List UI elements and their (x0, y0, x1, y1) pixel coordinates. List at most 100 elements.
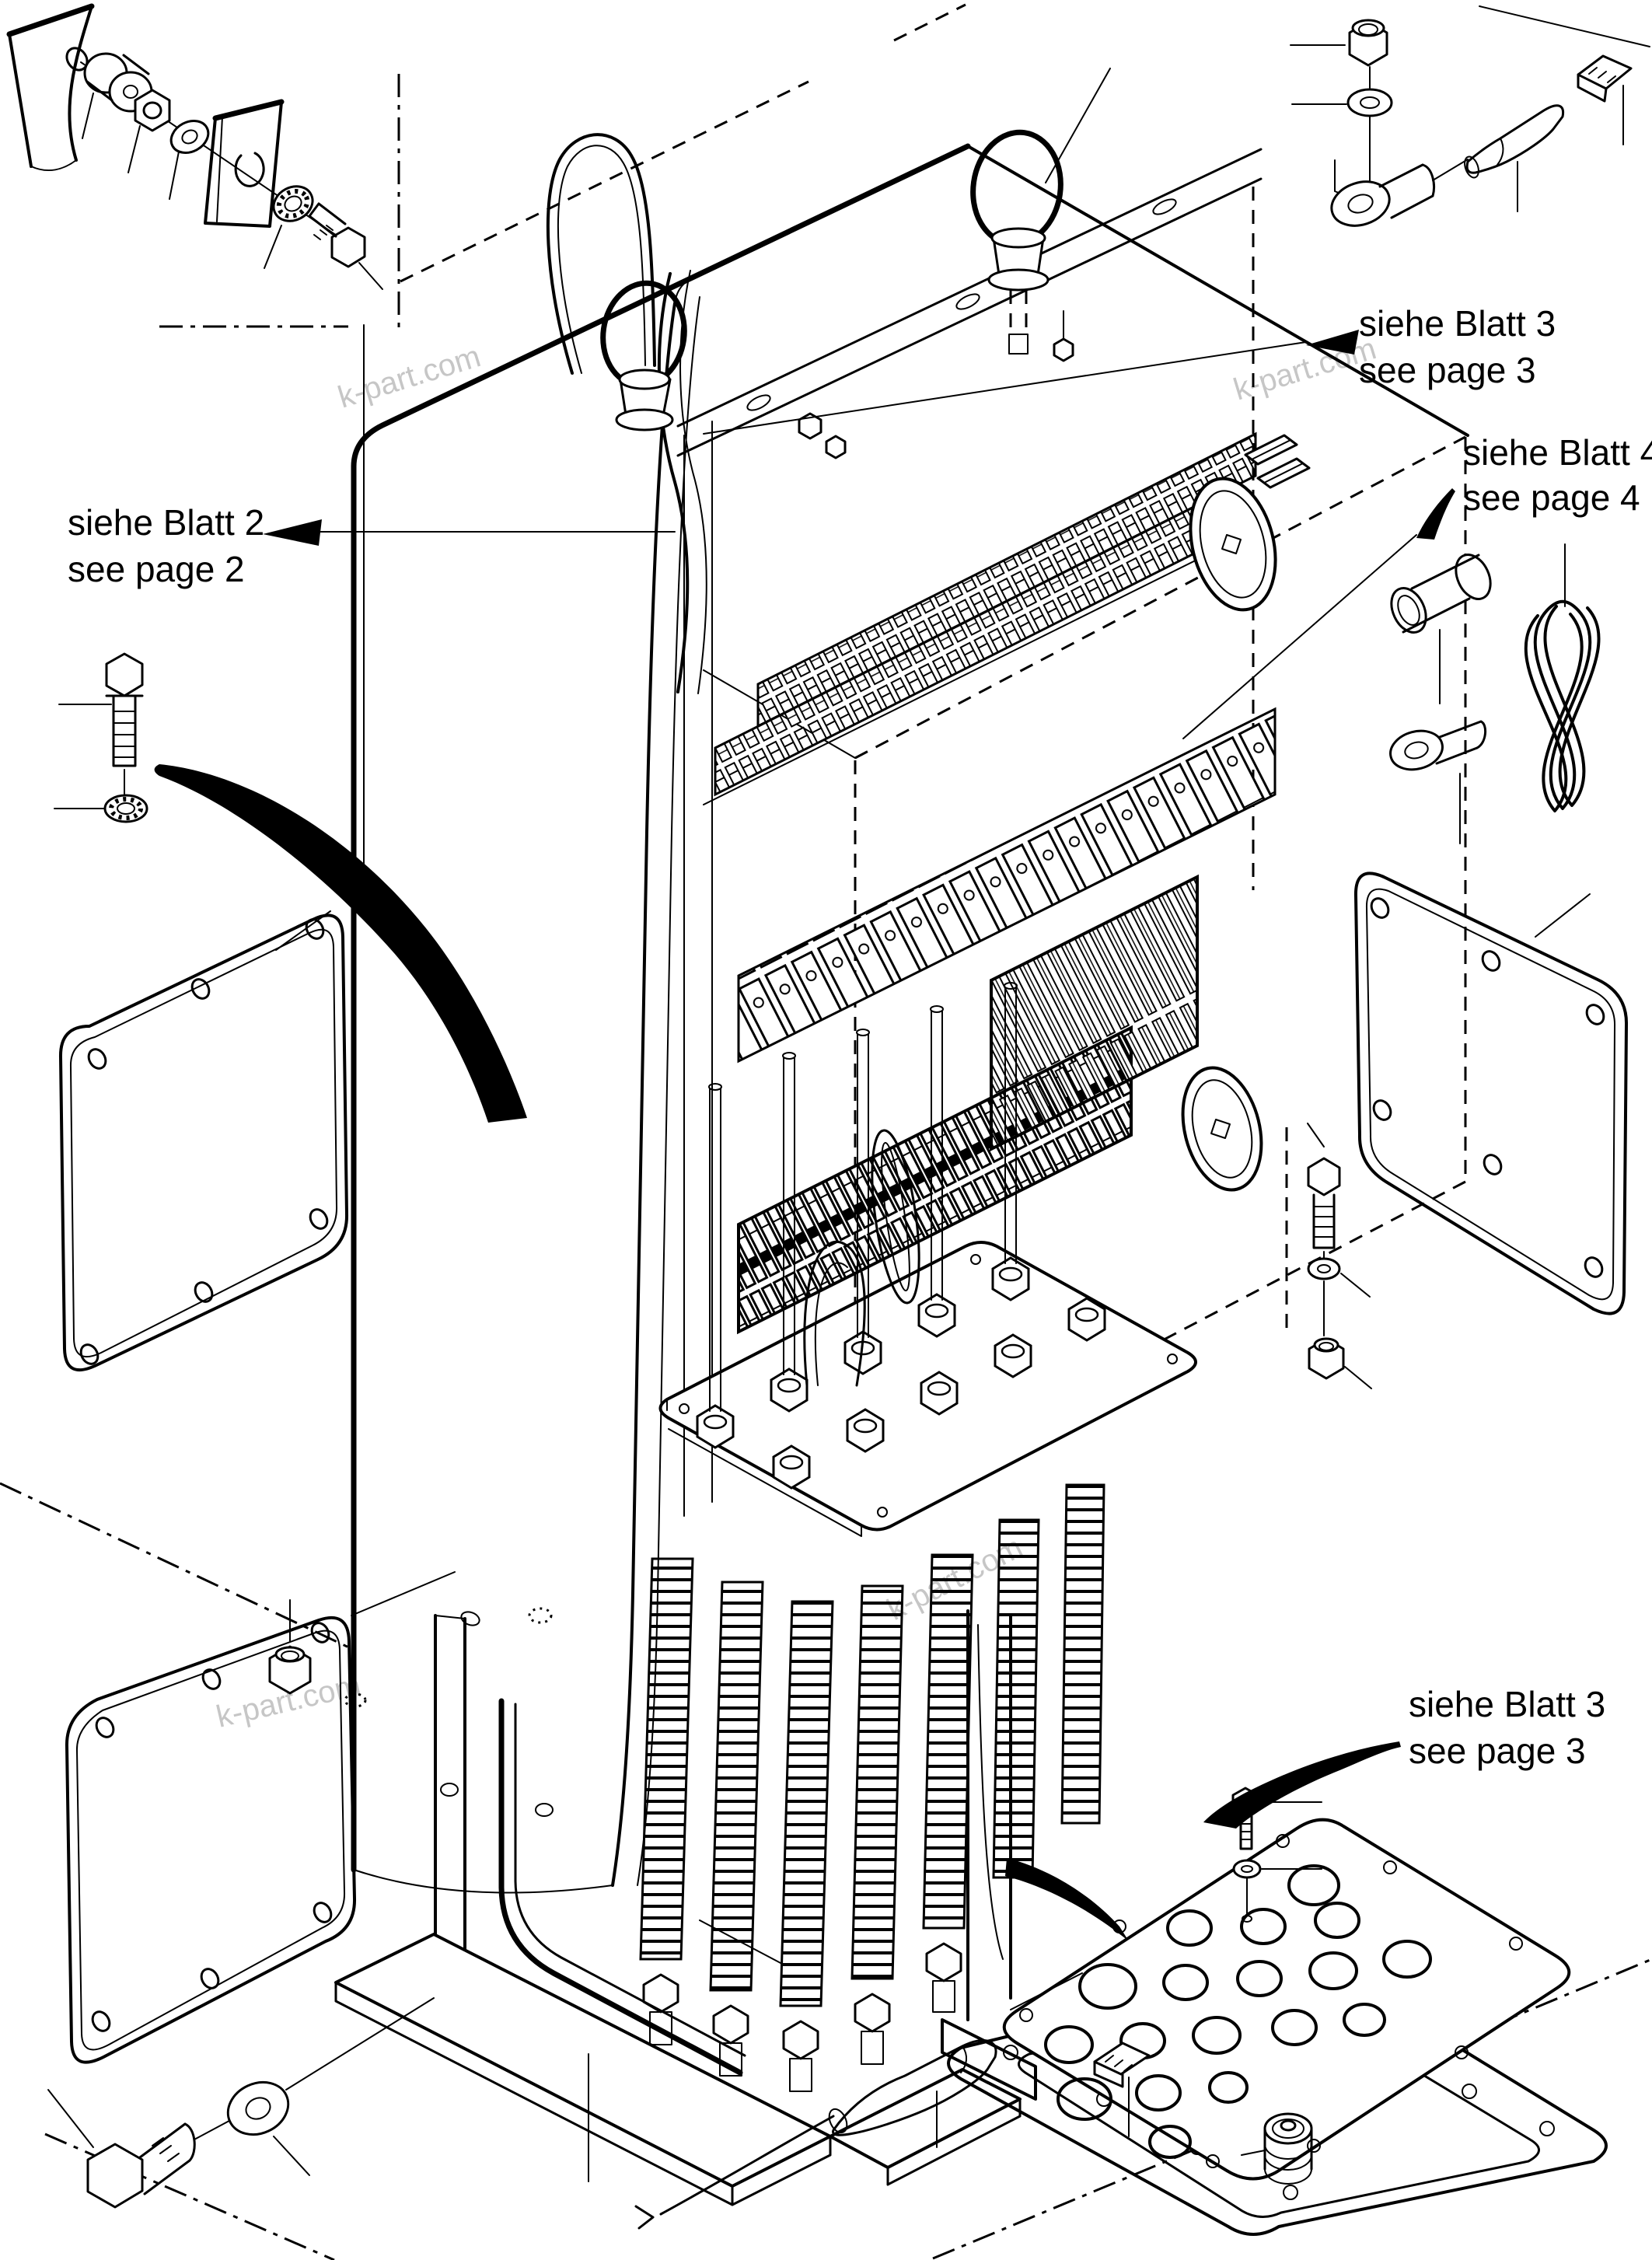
leader-line (1535, 893, 1591, 938)
bracket-panel-edge (6, 3, 95, 37)
reference-text: see page 3 (1359, 350, 1536, 390)
side-cover-panel-bottom-left (65, 1571, 456, 2064)
reference-right: siehe Blatt 4 see page 4 (1182, 432, 1652, 739)
guide-lines (699, 1919, 1083, 2010)
corrugated-conduits (639, 1483, 1105, 2007)
panel-hole (65, 47, 89, 72)
cabinet-bottom-edge (353, 1869, 613, 1894)
flat-washer (1346, 88, 1393, 117)
mounting-bracket (204, 99, 285, 228)
right-bolt-washer-nut (1285, 1123, 1372, 1389)
lock-washer (103, 794, 148, 823)
leader-line (275, 910, 331, 951)
lifting-hardware (546, 68, 1111, 459)
threaded-studs (708, 982, 1018, 1412)
conduit-fittings (642, 1942, 962, 2092)
flat-washer (169, 120, 210, 154)
assembly-axis (1432, 159, 1469, 181)
sleeve-ferrule (1390, 554, 1492, 634)
disc-handle-lower (1181, 1066, 1263, 1192)
connector-plug (1093, 2042, 1151, 2088)
cable-gland-plate-assembly (639, 982, 1197, 2092)
panel-holes (91, 1622, 333, 2032)
panel-holes (1370, 897, 1605, 1278)
blanking-gland (1241, 2112, 1313, 2185)
ring-lug (1389, 720, 1487, 771)
stripped-wire-end (634, 2205, 655, 2230)
cable-boot (828, 2039, 997, 2136)
wire (659, 2115, 835, 2216)
direction-arrow (1005, 1858, 1129, 1941)
relay-block-row (737, 707, 1277, 1064)
connector-plug (1577, 54, 1633, 103)
reference-text: see page 4 (1463, 477, 1640, 518)
leader-line (47, 2089, 94, 2148)
direction-arrow (1203, 1741, 1401, 1829)
arrowhead (1416, 488, 1455, 540)
ring-terminal (1330, 163, 1435, 227)
center-lines (0, 74, 1652, 2260)
top-left-mounting-hardware (6, 3, 383, 290)
hex-bolt (105, 652, 144, 767)
assembly-axis (285, 1997, 435, 2091)
reference-text: siehe Blatt 4 (1463, 432, 1652, 473)
cable-boot (1464, 104, 1565, 179)
cabinet-top-left-edge (351, 143, 971, 470)
hex-nut (134, 89, 171, 132)
top-right-hardware (1290, 5, 1650, 227)
watermark: k-part.com (334, 339, 485, 414)
terminal-strip-row-upper (703, 431, 1257, 805)
bottom-gland-plate-assembly (947, 1787, 1608, 2236)
leader-line (351, 1571, 456, 1616)
plate-screw-holes (679, 1254, 1178, 1518)
wire-loops (803, 1129, 920, 1387)
reference-labels: siehe Blatt 3 see page 3 siehe Blatt 4 s… (68, 303, 1652, 1829)
cabinet-enclosure (0, 3, 1652, 2260)
guide-line (1479, 5, 1650, 47)
hex-nut-lower (268, 1599, 312, 1695)
lock-nut (1348, 19, 1388, 67)
right-small-parts (1285, 543, 1601, 1389)
leader-line (703, 341, 1307, 435)
plate-screw-holes (1019, 1834, 1523, 2168)
reference-text: siehe Blatt 3 (1359, 303, 1556, 344)
reference-text: siehe Blatt 2 (68, 502, 264, 543)
leader-line (82, 93, 94, 139)
cable-coil (1524, 543, 1601, 812)
side-cover-panel-left (58, 910, 349, 1372)
cabinet-top-back-edge (966, 145, 1469, 437)
fuse-module-stack (990, 874, 1199, 1152)
reference-text: see page 3 (1409, 1731, 1586, 1771)
left-bolt-assembly (54, 652, 527, 1123)
flat-washer (226, 2080, 290, 2136)
lock-washer (272, 185, 314, 222)
panel-holes (79, 918, 329, 1365)
direction-arrow (154, 764, 527, 1123)
top-face-nuts (798, 310, 1074, 459)
reference-text: see page 2 (68, 549, 245, 589)
leader-line (127, 125, 141, 173)
side-cover-panel-right (1353, 872, 1629, 1315)
disc-handle-upper (1189, 477, 1277, 612)
leader-line (1182, 534, 1417, 739)
lifting-eye-bolt-right (970, 129, 1063, 355)
bottom-left-hardware (47, 1599, 1151, 2230)
reference-text: siehe Blatt 3 (1409, 1684, 1605, 1724)
reference-top: siehe Blatt 3 see page 3 (703, 303, 1556, 435)
cable-with-connector (588, 1919, 1151, 2230)
stand-holes (344, 1607, 554, 1817)
wire-loop-handle (546, 133, 656, 375)
leader-line (273, 2136, 310, 2176)
reference-left: siehe Blatt 2 see page 2 (68, 502, 676, 589)
hex-bolt (86, 2122, 196, 2209)
leader-line (358, 262, 383, 290)
connector-cluster (1244, 434, 1311, 489)
arrowhead (1306, 330, 1359, 355)
reference-bottom: siehe Blatt 3 see page 3 (1203, 1684, 1605, 1829)
leader-line (1045, 68, 1111, 183)
arrowhead (263, 519, 322, 546)
hex-bolt (308, 202, 366, 268)
lifting-eye-bolt-left (600, 280, 687, 431)
